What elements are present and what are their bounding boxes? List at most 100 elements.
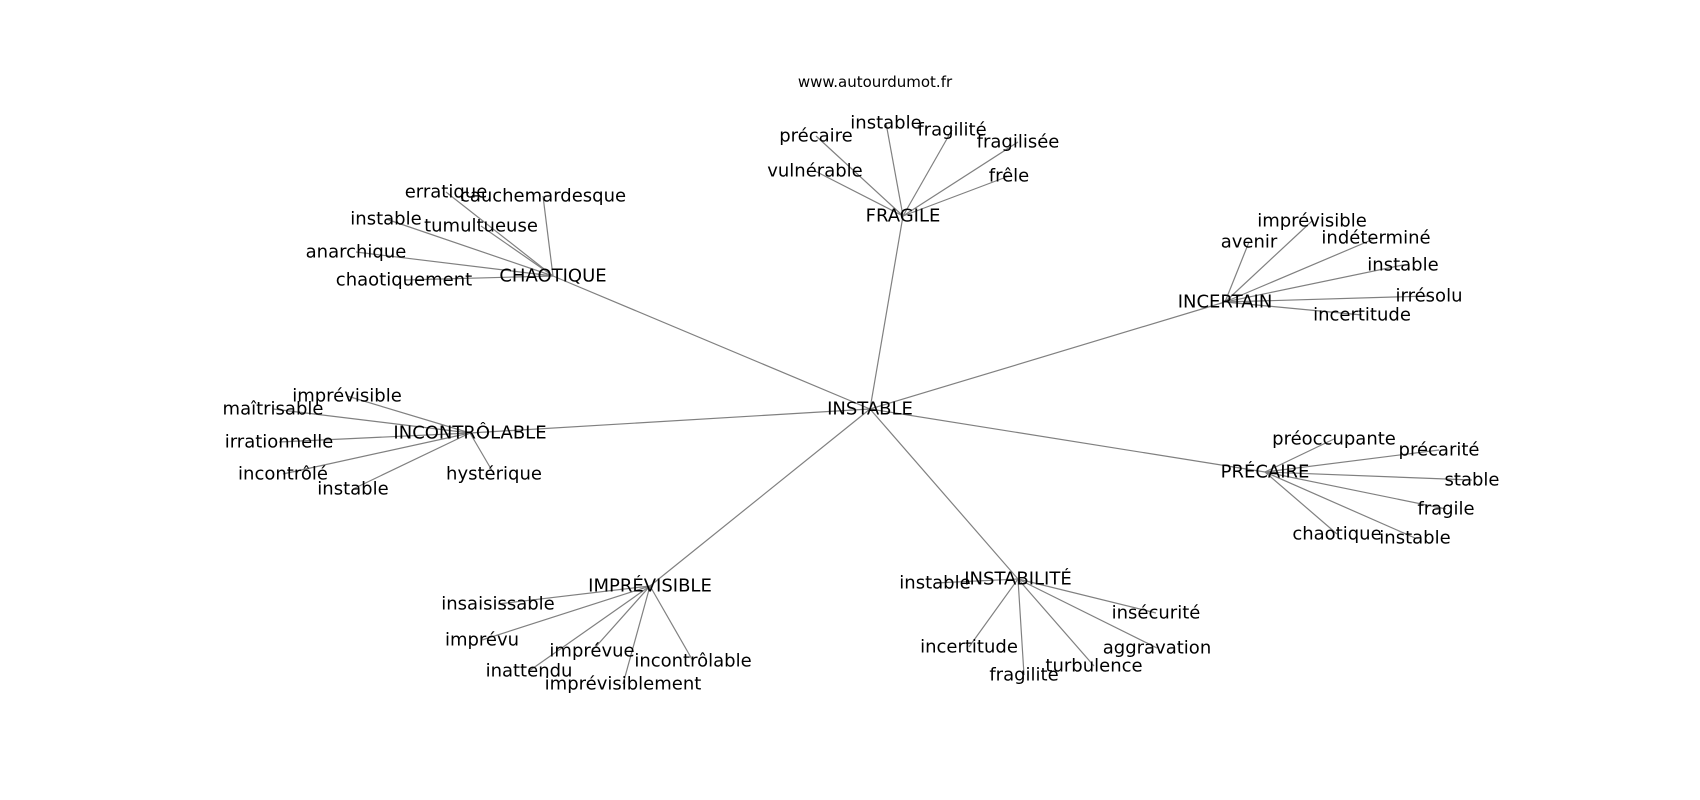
edge-center-incontrolable xyxy=(469,408,871,434)
edge-imprevisible-incontrolable xyxy=(649,585,694,662)
edge-center-incertain xyxy=(869,301,1226,410)
edge-center-imprevisible xyxy=(649,408,871,587)
edge-instabilite-incertitude xyxy=(968,578,1019,648)
edge-incertain-imprevisible xyxy=(1224,220,1313,303)
leaf-node-chaotique: chaotique xyxy=(1292,524,1381,545)
leaf-node-chaotiquement: chaotiquement xyxy=(336,270,472,291)
edge-center-fragile xyxy=(869,215,904,410)
leaf-node-indetermine: indéterminé xyxy=(1321,228,1430,249)
leaf-node-incontrole: incontrôlé xyxy=(238,464,328,485)
edge-incertain-instable xyxy=(1224,264,1404,303)
hub-node-incertain: INCERTAIN xyxy=(1178,292,1273,313)
edge-imprevisible-insaisissable xyxy=(497,585,651,605)
edge-instabilite-fragilite xyxy=(1017,578,1025,676)
leaf-node-inattendu: inattendu xyxy=(486,661,573,682)
edge-chaotique-cauchemardesque xyxy=(542,195,554,277)
edge-incontrolable-incontrole xyxy=(282,432,471,475)
site-watermark: www.autourdumot.fr xyxy=(797,73,953,91)
leaf-node-incertitude: incertitude xyxy=(920,637,1018,658)
edge-instabilite-aggravation xyxy=(1017,578,1158,649)
leaf-node-vulnerable: vulnérable xyxy=(767,161,862,182)
leaf-node-incertitude: incertitude xyxy=(1313,305,1411,326)
edge-fragile-instable xyxy=(885,122,904,217)
leaf-node-instable: instable xyxy=(850,113,921,134)
leaf-node-instable: instable xyxy=(317,479,388,500)
edge-incontrolable-imprevisible xyxy=(346,395,471,434)
edge-fragile-vulnerable xyxy=(814,170,904,217)
leaf-node-imprevisible: imprévisible xyxy=(1257,211,1367,232)
leaf-node-irrationnelle: irrationnelle xyxy=(225,432,334,453)
leaf-node-cauchemardesque: cauchemardesque xyxy=(460,186,626,207)
leaf-node-fragilisee: fragilisée xyxy=(977,132,1060,153)
leaf-node-stable: stable xyxy=(1445,470,1500,491)
edge-precaire-stable xyxy=(1264,471,1473,481)
leaf-node-erratique: erratique xyxy=(405,182,488,203)
leaf-node-preoccupante: préoccupante xyxy=(1272,429,1396,450)
edge-imprevisible-imprevisiblement xyxy=(622,585,651,685)
edge-incertain-incertitude xyxy=(1224,301,1363,316)
leaf-node-fragilite: fragilité xyxy=(917,120,986,141)
leaf-node-fragilite: fragilite xyxy=(989,665,1058,686)
edge-imprevisible-inattendu xyxy=(528,585,651,672)
edge-chaotique-instable xyxy=(385,218,554,277)
edge-center-instabilite xyxy=(869,408,1019,580)
leaf-node-imprevue: imprévue xyxy=(549,641,634,662)
leaf-node-incontrolable: incontrôlable xyxy=(634,651,751,672)
edge-incontrolable-instable xyxy=(352,432,471,490)
edge-fragile-fragilite xyxy=(902,129,953,217)
edge-instabilite-insecurite xyxy=(1017,578,1157,614)
edge-chaotique-anarchique xyxy=(355,251,554,277)
edge-precaire-precarite xyxy=(1264,449,1440,473)
edge-fragile-precaire xyxy=(815,135,904,217)
edge-precaire-instable xyxy=(1264,471,1416,539)
hub-node-incontrolable: INCONTRÔLABLE xyxy=(393,422,546,444)
edge-fragile-fragilisee xyxy=(902,141,1019,217)
edge-instabilite-turbulence xyxy=(1017,578,1095,667)
leaf-node-insecurite: insécurité xyxy=(1112,603,1201,624)
leaf-node-avenir: avenir xyxy=(1221,232,1278,253)
hub-node-instabilite: INSTABILITÉ xyxy=(964,568,1071,590)
graph-edges xyxy=(272,122,1473,685)
edge-chaotique-tumultueuse xyxy=(480,225,554,277)
graph-labels: INSTABLEFRAGILEprécaireinstablefragilité… xyxy=(223,113,1500,695)
edge-precaire-preoccupante xyxy=(1264,438,1335,473)
leaf-node-tumultueuse: tumultueuse xyxy=(424,216,538,237)
leaf-node-imprevisible: imprévisible xyxy=(292,386,402,407)
edge-center-precaire xyxy=(869,408,1266,473)
leaf-node-irresolu: irrésolu xyxy=(1396,286,1463,307)
leaf-node-precarite: précarité xyxy=(1399,440,1480,461)
leaf-node-instable: instable xyxy=(1367,255,1438,276)
leaf-node-precaire: précaire xyxy=(779,126,853,147)
edge-incertain-indetermine xyxy=(1224,237,1377,303)
edge-incontrolable-hysterique xyxy=(469,432,495,475)
leaf-node-hysterique: hystérique xyxy=(446,464,542,485)
hub-node-fragile: FRAGILE xyxy=(866,206,941,227)
edge-precaire-fragile xyxy=(1264,471,1447,510)
leaf-node-turbulence: turbulence xyxy=(1045,656,1142,677)
edge-incontrolable-maitrisable xyxy=(272,408,471,434)
edge-imprevisible-imprevue xyxy=(591,585,651,652)
edge-incertain-avenir xyxy=(1224,241,1250,303)
leaf-node-fragile: fragile xyxy=(1417,499,1474,520)
edge-incontrolable-irrationnelle xyxy=(278,432,471,443)
leaf-node-instable: instable xyxy=(899,573,970,594)
leaf-node-instable: instable xyxy=(1379,528,1450,549)
edge-center-chaotique xyxy=(552,275,871,410)
edge-chaotique-erratique xyxy=(445,191,554,277)
edge-precaire-chaotique xyxy=(1264,471,1338,535)
leaf-node-anarchique: anarchique xyxy=(306,242,407,263)
hub-node-imprevisible: IMPRÉVISIBLE xyxy=(588,575,712,597)
edge-incertain-irresolu xyxy=(1224,295,1430,303)
edge-imprevisible-imprevu xyxy=(481,585,651,641)
leaf-node-instable: instable xyxy=(350,209,421,230)
leaf-node-frele: frêle xyxy=(989,166,1030,187)
center-node-label: INSTABLE xyxy=(827,399,913,420)
hub-node-chaotique: CHAOTIQUE xyxy=(499,266,606,287)
leaf-node-imprevu: imprévu xyxy=(445,630,519,651)
leaf-node-maitrisable: maîtrisable xyxy=(223,399,324,420)
edge-chaotique-chaotiquement xyxy=(403,275,554,281)
edge-instabilite-instable xyxy=(934,578,1019,584)
leaf-node-aggravation: aggravation xyxy=(1103,638,1211,659)
leaf-node-imprevisiblement: imprévisiblement xyxy=(545,674,702,695)
